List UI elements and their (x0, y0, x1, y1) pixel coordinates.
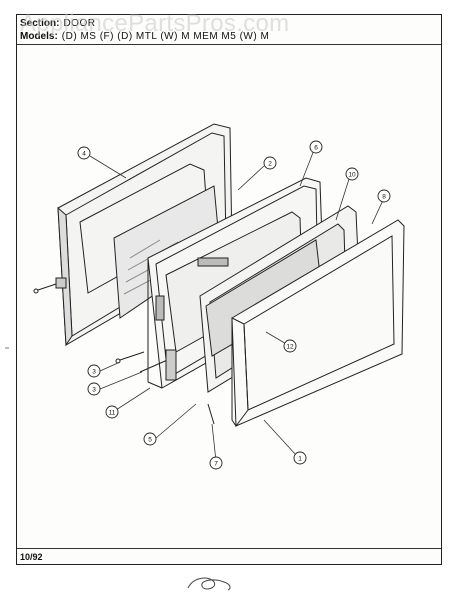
callout-2 (263, 156, 277, 170)
leader-lines (89, 149, 385, 462)
screw-left (33, 277, 67, 294)
models-header: Models:(D) MS (F) (D) MTL (W) M MEM M5 (… (20, 31, 270, 42)
callout-label: 1 (298, 456, 302, 463)
callout-7 (209, 456, 223, 470)
callout-label: 6 (314, 145, 318, 152)
section-header: Section:DOOR (20, 18, 96, 29)
callout-label: 4 (82, 151, 86, 158)
callout-3b (87, 382, 101, 396)
footer-rule (17, 548, 441, 549)
callout-1 (293, 451, 307, 465)
header-rule (17, 44, 441, 45)
scribble-mark (187, 577, 231, 591)
callout-label: 11 (109, 410, 116, 417)
callout-label: 3 (92, 369, 96, 376)
revision-date: 10/92 (20, 552, 43, 562)
door-liner-frame (231, 219, 405, 428)
callout-label: 7 (214, 461, 218, 468)
callout-8 (377, 189, 391, 203)
callout-label: 8 (382, 194, 386, 201)
callout-label: 10 (348, 172, 356, 179)
hinge-parts (115, 349, 215, 425)
callout-11 (105, 405, 119, 419)
callout-5 (143, 432, 157, 446)
callout-label: 5 (148, 437, 152, 444)
callout-4 (77, 146, 91, 160)
callout-10 (345, 167, 359, 181)
callout-12 (283, 339, 297, 353)
callout-6 (309, 140, 323, 154)
callout-label: 3 (92, 387, 96, 394)
callout-label: 12 (286, 344, 294, 351)
callout-3a (87, 364, 101, 378)
callout-label: 2 (268, 161, 272, 168)
